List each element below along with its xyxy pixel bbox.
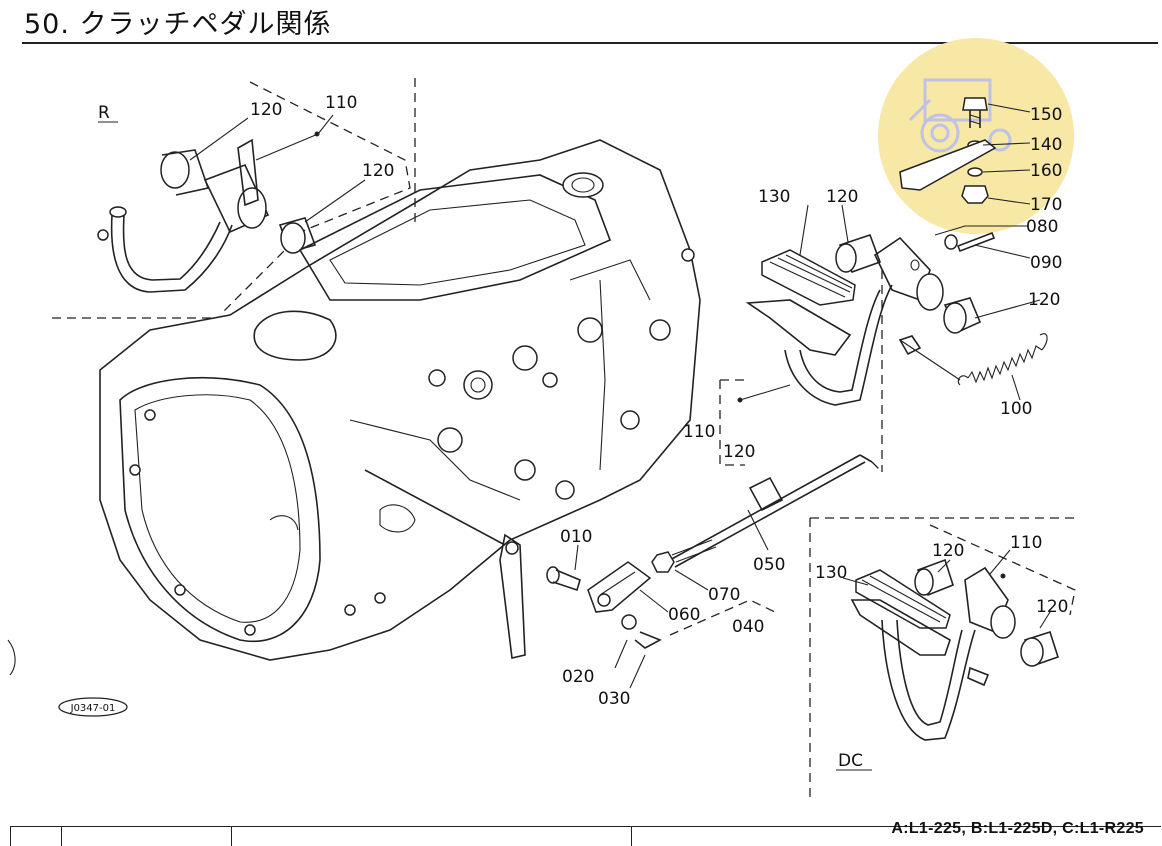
cotter-pin-030 (634, 631, 662, 649)
pin-010 (546, 566, 581, 592)
callout-110-r: 110 (325, 93, 357, 113)
footer-cell (231, 827, 632, 846)
callout-160: 160 (1030, 161, 1062, 181)
model-codes: A:L1-225, B:L1-225D, C:L1-R225 (891, 820, 1144, 837)
release-arm-assembly (364, 454, 873, 659)
callout-020: 020 (562, 667, 594, 687)
callout-040: 040 (732, 617, 764, 637)
callout-170: 170 (1030, 195, 1062, 215)
bushing-120-r-left (160, 149, 210, 196)
title-underline (22, 42, 1158, 44)
callout-010: 010 (560, 527, 592, 547)
callout-100: 100 (1000, 399, 1032, 419)
callout-140: 140 (1030, 135, 1062, 155)
drawing-code: J0347-01 (70, 703, 116, 714)
callout-120-main-right: 120 (1028, 290, 1060, 310)
main-pedal-assembly: 130 120 080 090 120 100 110 120 (683, 187, 1062, 473)
washer-020 (621, 614, 637, 630)
rod-guide (748, 476, 784, 512)
bushing-120-dc-top (914, 558, 954, 597)
bushing-120-main-top (835, 233, 882, 274)
pedal-pad-130-dc (855, 569, 951, 629)
callout-120-r-top: 120 (250, 100, 282, 120)
bushing-120-r-right (278, 217, 317, 254)
callout-130-main: 130 (758, 187, 790, 207)
callout-110-main: 110 (683, 422, 715, 442)
pin-090 (956, 231, 996, 253)
footer-table (10, 826, 1161, 846)
callout-120-dc-top: 120 (932, 541, 964, 561)
callout-090: 090 (1030, 253, 1062, 273)
callout-150: 150 (1030, 105, 1062, 125)
tractor-watermark-icon (908, 78, 1012, 153)
callout-120-r-mid: 120 (362, 161, 394, 181)
callout-060: 060 (668, 605, 700, 625)
pedal-pad-130 (761, 249, 856, 306)
bushing-120-main-right (943, 297, 982, 334)
nut-070 (651, 551, 675, 573)
view-label-dc: DC (838, 751, 863, 771)
drawing-code-tag: J0347-01 (58, 697, 128, 717)
dc-view: 130 120 110 120 DC (809, 517, 1078, 800)
view-label-r: R (98, 103, 110, 123)
footer-cell (61, 827, 232, 846)
callout-120-dc-right: 120 (1036, 597, 1068, 617)
fastener-group: 150 140 160 170 (899, 97, 1062, 215)
bolt-150 (962, 97, 988, 111)
washer-080 (944, 234, 958, 250)
bushing-120-dc-right (1020, 630, 1059, 667)
callout-130-dc: 130 (815, 563, 847, 583)
transmission-housing (99, 139, 701, 661)
callout-070: 070 (708, 585, 740, 605)
page-title: 50. クラッチペダル関係 (24, 9, 332, 40)
callout-050: 050 (753, 555, 785, 575)
callout-080: 080 (1026, 217, 1058, 237)
callout-110-dc: 110 (1010, 533, 1042, 553)
nut-170 (961, 185, 989, 204)
callout-120-main-top: 120 (826, 187, 858, 207)
plate (899, 139, 997, 191)
footer-cell (11, 827, 62, 846)
r-view: R 120 110 120 (52, 78, 416, 319)
callout-120-main-bracket: 120 (723, 442, 755, 462)
clevis-060 (587, 561, 652, 613)
callout-030: 030 (598, 689, 630, 709)
spring-100 (899, 333, 1048, 386)
washer-160 (967, 167, 983, 177)
